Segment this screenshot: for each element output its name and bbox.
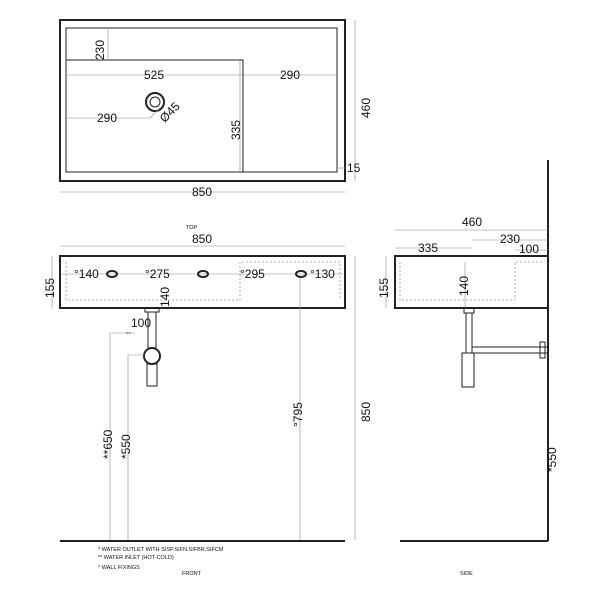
dim-top-height: 460 bbox=[359, 98, 373, 118]
dim-deck-width: 290 bbox=[280, 68, 300, 82]
top-view-label: TOP bbox=[186, 225, 198, 231]
note-inlet: ** WATER INLET (HOT-COLD) bbox=[98, 555, 174, 561]
dim-depth: 140 bbox=[158, 287, 172, 307]
dim-side-edge: 100 bbox=[519, 242, 539, 256]
front-view: 850 155 °140 °275 °295 °130 140 100 ** *… bbox=[43, 232, 373, 577]
side-view-label: SIDE bbox=[460, 571, 473, 577]
dim-side-height: 155 bbox=[377, 278, 391, 298]
dim-total-height: 850 bbox=[359, 402, 373, 422]
dim-rim: 15 bbox=[347, 161, 361, 175]
note-fixings: ° WALL FIXINGS bbox=[98, 565, 140, 571]
dim-side-outlet: *550 bbox=[545, 447, 559, 472]
dim-side-deck: 230 bbox=[500, 232, 520, 246]
dim-b: °275 bbox=[145, 267, 170, 281]
dim-inlet-spacing: 100 bbox=[131, 316, 151, 330]
dim-drain-dia: Ø45 bbox=[157, 99, 183, 125]
dim-front-height: 155 bbox=[43, 278, 57, 298]
note-outlet: * WATER OUTLET WITH SISP.SIFN.SIFBR.SIFC… bbox=[98, 547, 224, 553]
top-view: 230 525 290 290 Ø45 335 460 15 850 TOP bbox=[59, 19, 373, 231]
dim-basin-height: 335 bbox=[229, 120, 243, 140]
dim-front-width: 850 bbox=[192, 232, 212, 246]
dim-inlet-height: **650 bbox=[101, 429, 115, 459]
side-view: 460 335 230 100 155 140 *550 SIDE bbox=[377, 160, 559, 577]
dim-c: °295 bbox=[240, 267, 265, 281]
dim-side-depth: 460 bbox=[462, 215, 482, 229]
dim-top-width: 850 bbox=[192, 185, 212, 199]
front-view-label: FRONT bbox=[182, 571, 202, 577]
inlet-marker: ** bbox=[126, 332, 131, 338]
dim-drain-x: 290 bbox=[97, 111, 117, 125]
dim-basin-top: 230 bbox=[93, 40, 107, 60]
dim-outlet-height: *550 bbox=[119, 434, 133, 459]
dim-side-basin: 335 bbox=[418, 241, 438, 255]
dim-basin-width: 525 bbox=[144, 68, 164, 82]
dim-tap-height: °795 bbox=[291, 402, 305, 427]
dim-side-inner: 140 bbox=[457, 276, 471, 296]
dim-d: °130 bbox=[310, 267, 335, 281]
dim-a: °140 bbox=[74, 267, 99, 281]
